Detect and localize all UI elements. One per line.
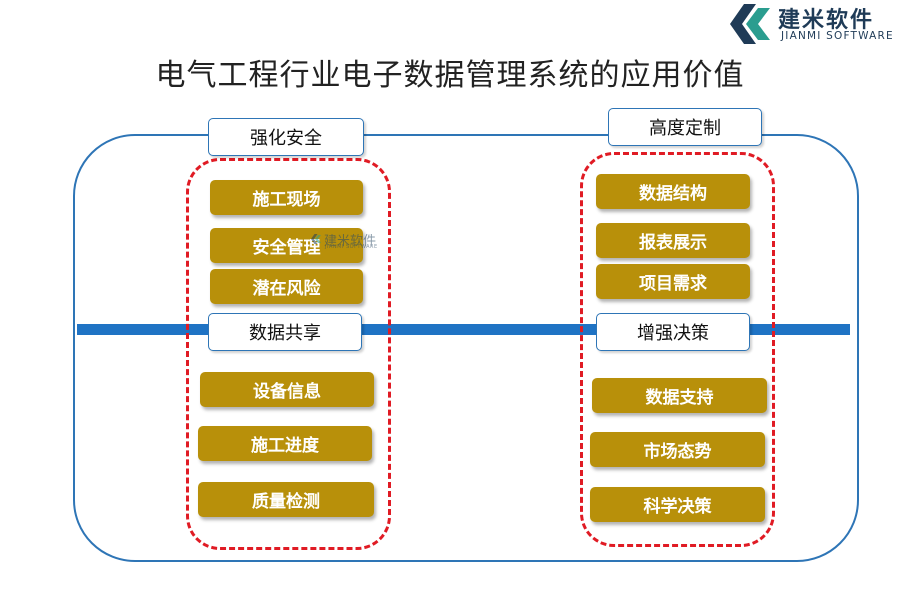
watermark-text: 建米软件 <box>324 234 377 249</box>
item-right-bottom-3: 科学决策 <box>590 487 765 522</box>
header-left-top: 强化安全 <box>208 118 364 156</box>
header-right-bottom: 增强决策 <box>596 313 750 351</box>
left-dashed-group <box>186 158 391 550</box>
item-right-top-3: 项目需求 <box>596 264 750 299</box>
brand-name: 建米软件 <box>778 8 875 33</box>
brand-name-english: JIANMI SOFTWARE <box>781 30 894 42</box>
item-left-top-1: 施工现场 <box>210 180 363 215</box>
right-dashed-group <box>580 152 775 547</box>
outer-frame <box>73 134 859 562</box>
item-right-top-2: 报表展示 <box>596 223 750 258</box>
header-left-bottom: 数据共享 <box>208 313 362 351</box>
item-right-top-1: 数据结构 <box>596 174 750 209</box>
item-left-top-3: 潜在风险 <box>210 269 363 304</box>
item-right-bottom-1: 数据支持 <box>592 378 767 413</box>
item-left-top-2: 安全管理 <box>210 228 363 263</box>
horizontal-divider-bar <box>77 324 850 335</box>
page-title: 电气工程行业电子数据管理系统的应用价值 <box>155 58 745 93</box>
item-left-bottom-1: 设备信息 <box>200 372 374 407</box>
brand-logo: 建米软件 JIANMI SOFTWARE <box>726 0 900 48</box>
item-left-bottom-3: 质量检测 <box>198 482 374 517</box>
header-right-top: 高度定制 <box>608 108 762 146</box>
watermark-logo-icon <box>311 234 321 244</box>
brand-logo-mark-icon <box>730 4 770 44</box>
item-right-bottom-2: 市场态势 <box>590 432 765 467</box>
item-left-bottom-2: 施工进度 <box>198 426 372 461</box>
watermark-text-english: JIANMI SOFTWARE <box>325 244 378 250</box>
